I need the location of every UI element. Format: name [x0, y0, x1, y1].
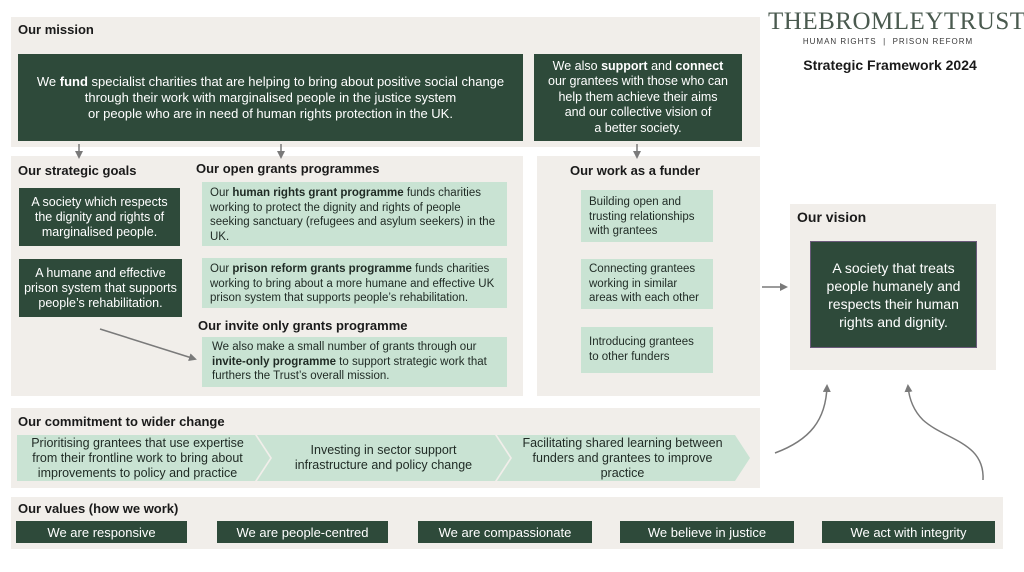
funder-heading: Our work as a funder [570, 163, 701, 178]
value-badge: We are people-centred [217, 521, 388, 543]
invite-grants-heading: Our invite only grants programme [198, 318, 408, 333]
prison-reform-programme-box: Our prison reform grants programme funds… [202, 258, 507, 308]
brand-title: THEBROMLEYTRUST [768, 8, 1024, 35]
mission-fund-text: We fund specialist charities that are he… [36, 73, 505, 121]
mission-heading: Our mission [18, 22, 94, 37]
commitment-step: Investing in sector support infrastructu… [257, 435, 510, 481]
brand-tagline: HUMAN RIGHTS | PRISON REFORM [802, 37, 974, 46]
value-badge: We act with integrity [822, 521, 995, 543]
commitment-step: Facilitating shared learning between fun… [497, 435, 750, 481]
prison-reform-programme-text: Our prison reform grants programme funds… [210, 263, 495, 304]
value-badge: We are responsive [16, 521, 187, 543]
commitment-heading: Our commitment to wider change [18, 414, 225, 429]
value-badge: We are compassionate [418, 521, 592, 543]
vision-heading: Our vision [797, 209, 867, 225]
invite-programme-text: We also make a small number of grants th… [212, 341, 487, 382]
value-badge: We believe in justice [620, 521, 794, 543]
invite-programme-box: We also make a small number of grants th… [202, 337, 507, 387]
commitment-step: Prioritising grantees that use expertise… [17, 435, 270, 481]
goal-item: A humane and effective prison system tha… [19, 259, 182, 317]
open-grants-heading: Our open grants programmes [196, 161, 380, 176]
framework-title: Strategic Framework 2024 [803, 57, 977, 73]
arrow-goal-to-invite [99, 328, 197, 362]
vision-box: A society that treats people humanely an… [810, 241, 977, 348]
vision-text: A society that treats people humanely an… [826, 259, 961, 330]
funder-item: Connecting grantees working in similar a… [581, 259, 713, 309]
values-heading: Our values (how we work) [18, 501, 179, 516]
funder-item: Building open and trusting relationships… [581, 190, 713, 242]
brand-logo: THEBROMLEYTRUST HUMAN RIGHTS | PRISON RE… [768, 8, 1024, 46]
arrow-commitment-to-vision [774, 384, 831, 454]
strategic-goals-heading: Our strategic goals [18, 163, 137, 178]
goal-item: A society which respects the dignity and… [19, 188, 180, 246]
arrow-values-to-vision [904, 384, 984, 481]
human-rights-programme-text: Our human rights grant programme funds c… [210, 187, 496, 243]
funder-item: Introducing grantees to other funders [581, 327, 713, 373]
mission-fund-box: We fund specialist charities that are he… [18, 54, 523, 141]
human-rights-programme-box: Our human rights grant programme funds c… [202, 182, 507, 246]
